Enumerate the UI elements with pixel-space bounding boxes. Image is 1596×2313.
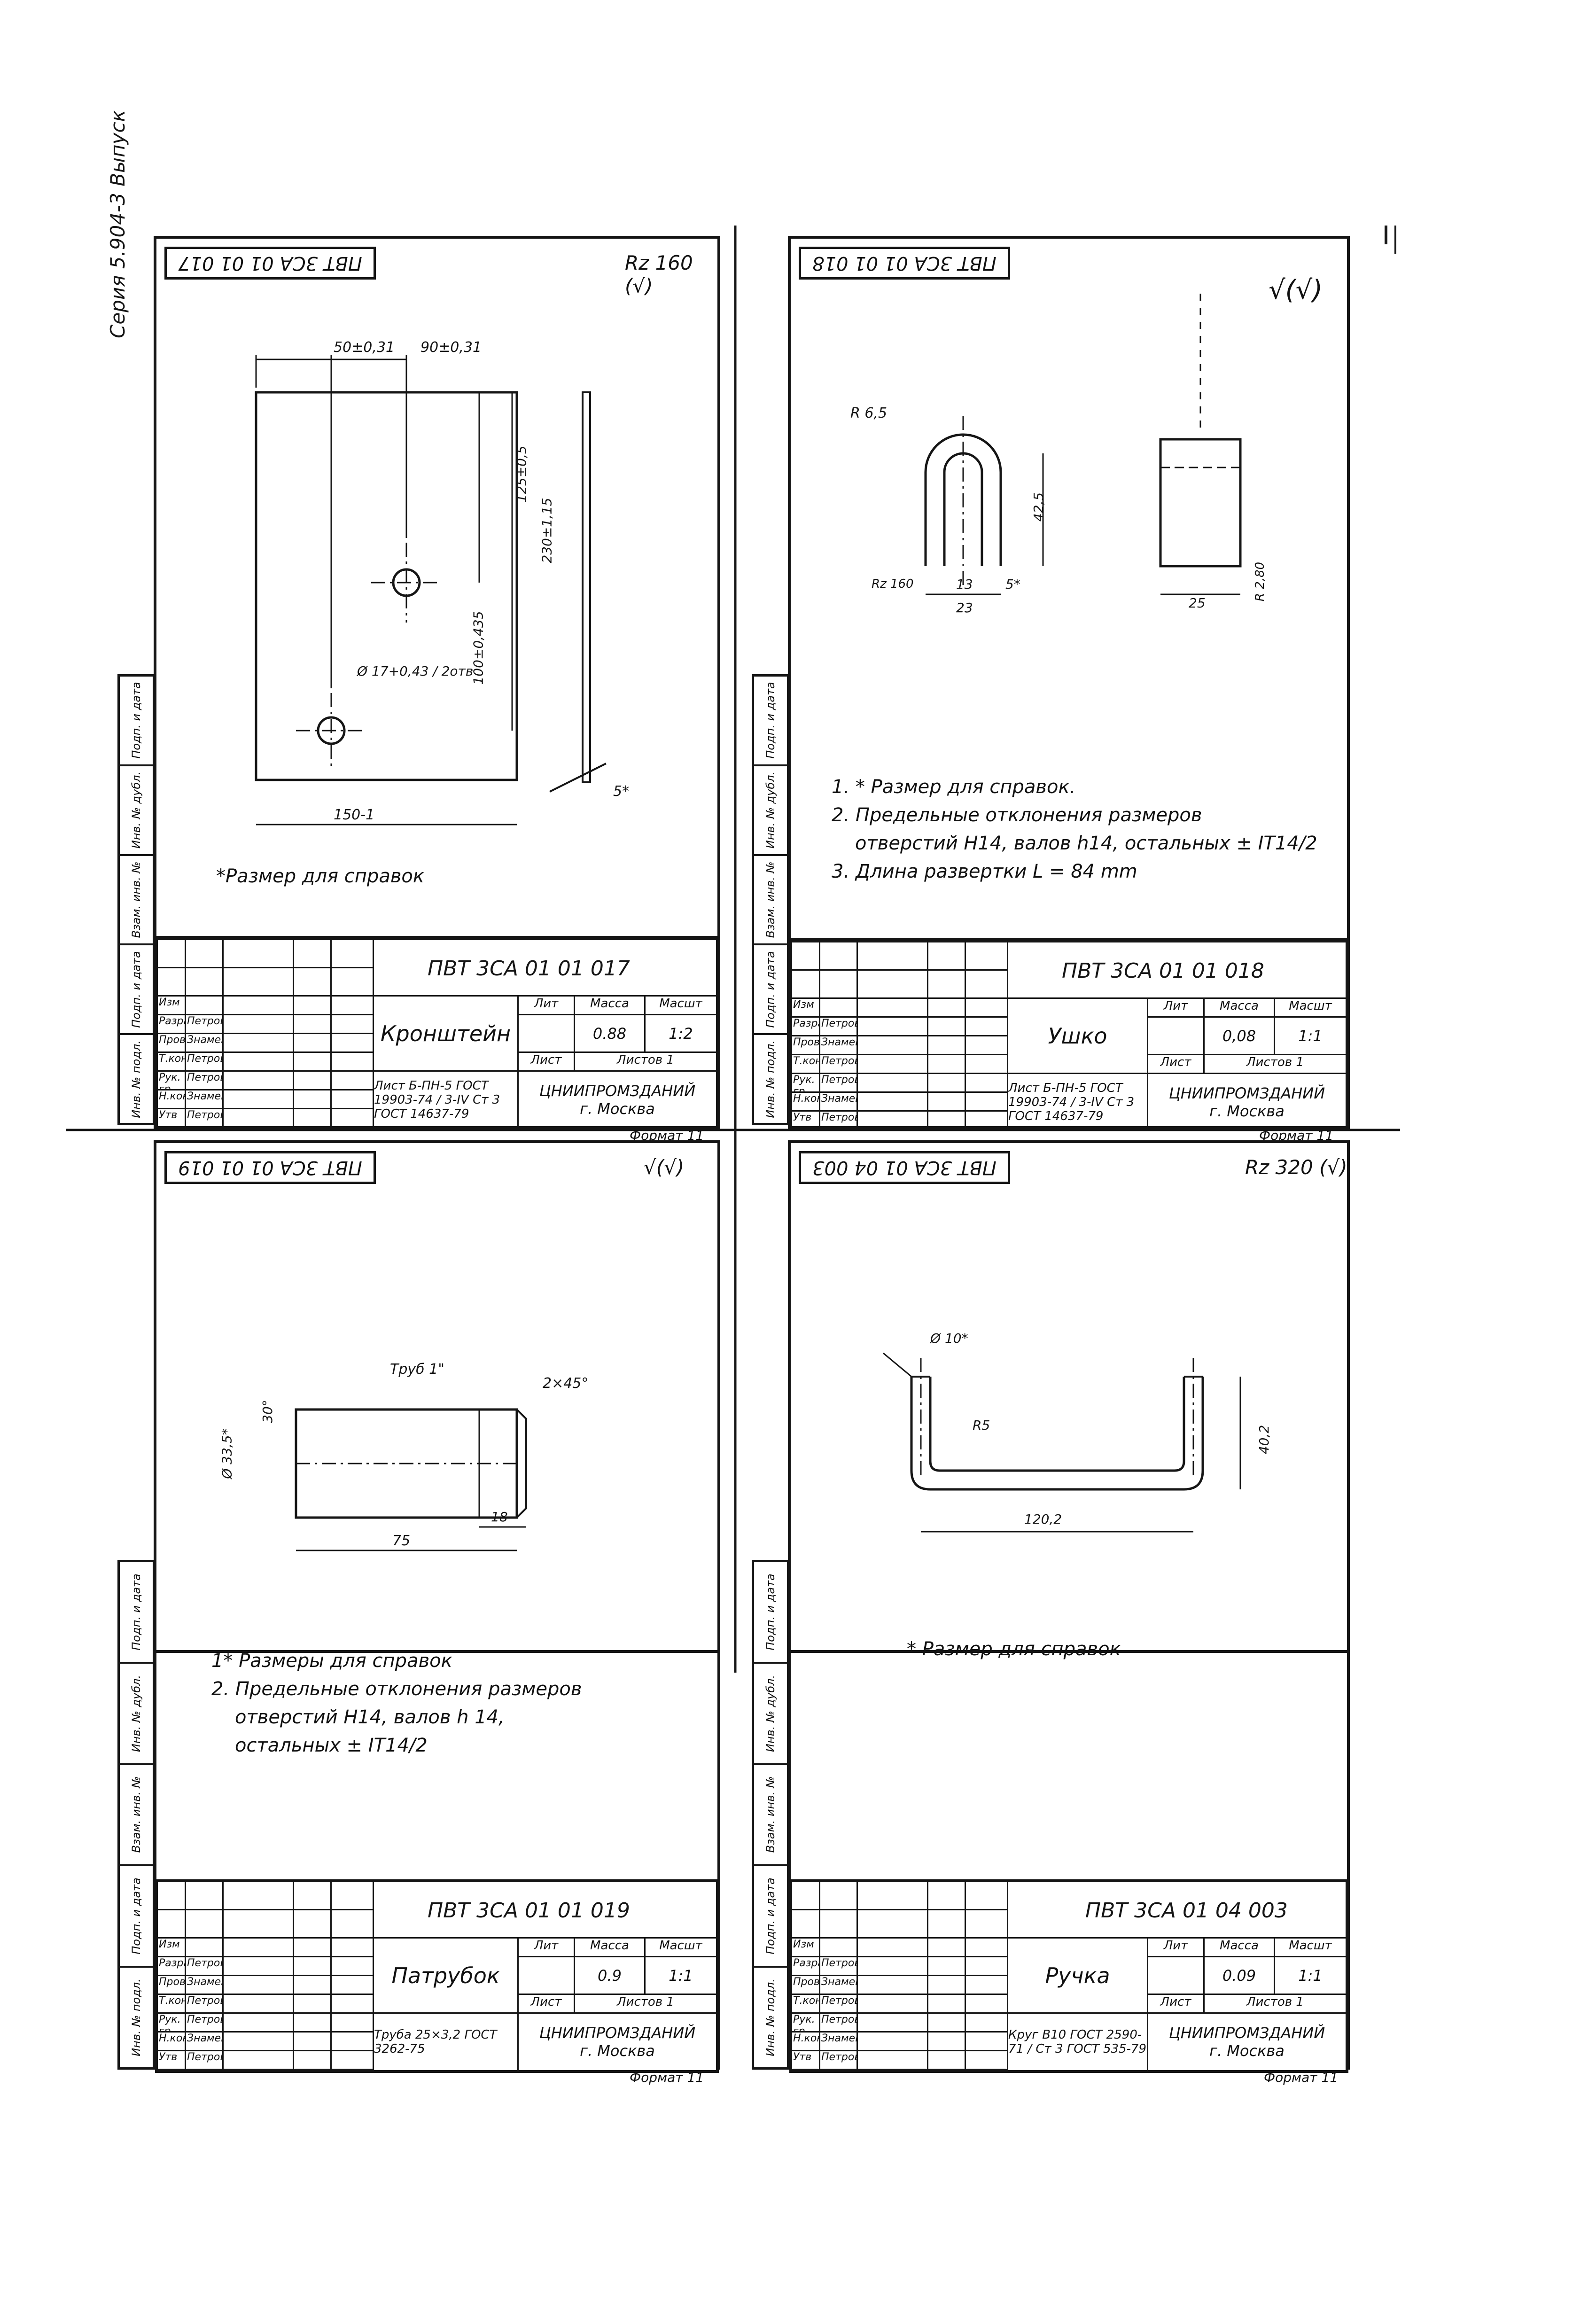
sheet-ushko: ПВТ 3СА 01 01 018 √(√) R 6,5 42,5 13 23 …: [752, 236, 1350, 1143]
sheet-2-roughness: √(√): [1269, 275, 1323, 305]
dim-150: 150-1: [334, 807, 375, 823]
sheet-1-note: *Размер для справок: [216, 865, 425, 887]
sheet-4-code-tab: ПВТ 3СА 01 04 003: [799, 1151, 1010, 1184]
sheet-2-notes: 1. * Размер для справок. 2. Предельные о…: [832, 776, 1317, 882]
dim-75: 75: [392, 1533, 411, 1549]
dim-90: 90±0,31: [420, 339, 482, 356]
dim-chamfer: 2×45°: [543, 1375, 589, 1392]
sheet-1-titleblock: Изм Лит Масса Масшт Кронштейн 0.88 1:2 Р…: [155, 937, 719, 1131]
sheet-3-doc-code: ПВТ 3СА 01 01 019: [428, 1899, 630, 1923]
sheet-4-note: * Размер для справок: [907, 1638, 1121, 1660]
dim-25: 25: [1189, 595, 1206, 611]
sheet-2-titleblock: Изм Лит Масса Масшт Ушко 0,08 1:1 Разраб…: [789, 940, 1348, 1131]
sheet-4-titleblock: Изм Лит Масса Масшт Ручка 0.09 1:1 Разра…: [789, 1879, 1348, 2073]
sheet-2-doc-code: ПВТ 3СА 01 01 018: [1062, 959, 1264, 983]
sheet-1-roughness: Rz 160 (√): [625, 251, 693, 297]
sheet-ruchka: ПВТ 3СА 01 04 003 Rz 320 (√) Ø 10* R5 40…: [788, 1140, 1350, 1653]
sheet-4-stamp: Подп. и дата Инв. № дубл. Взам. инв. № П…: [752, 1560, 789, 2070]
sheet-4-doc-code: ПВТ 3СА 01 04 003: [1085, 1899, 1288, 1923]
sheet-3-notes: 1* Размеры для справок 2. Предельные отк…: [211, 1650, 582, 1756]
sheet-3-stamp: Подп. и дата Инв. № дубл. Взам. инв. № П…: [117, 1560, 155, 2070]
dim-hole: Ø 17+0,43 / 2отв: [357, 663, 474, 679]
dim-40: 40,2: [1256, 1425, 1272, 1455]
dim-d10: Ø 10*: [930, 1331, 968, 1346]
sheet-2-stamp: Подп. и дата Инв. № дубл. Взам. инв. № П…: [752, 674, 789, 1125]
dim-rz160: Rz 160: [872, 577, 914, 591]
dim-thickness: 5*: [613, 783, 630, 800]
sheet-1-doc-code: ПВТ 3СА 01 01 017: [428, 957, 630, 981]
dim-23: 23: [956, 600, 973, 615]
dim-r65: R 6,5: [850, 405, 888, 421]
sheet-4-drawing: [788, 1140, 1350, 1653]
sheet-3-titleblock: Изм Лит Масса Масшт Патрубок 0.9 1:1 Раз…: [155, 1879, 719, 2073]
dim-18: 18: [491, 1509, 508, 1525]
sheet-3-drawing: [154, 1140, 720, 1653]
sheet-1-stamp: Подп. и дата Инв. № дубл. Взам. инв. № П…: [117, 674, 155, 1125]
dim-r5: R5: [973, 1417, 990, 1433]
dim-50: 50±0,31: [334, 339, 395, 356]
dim-13: 13: [956, 576, 973, 592]
sheet-3-format: Формат 11: [630, 2070, 704, 2085]
dim-120: 120,2: [1024, 1511, 1062, 1527]
dim-5: 5*: [1005, 576, 1020, 592]
sheet-4-roughness: Rz 320 (√): [1245, 1156, 1347, 1179]
sheet-kronshtein: ПВТ 3СА 01 01 017 Rz 160 (√) 50±0,31 90±…: [117, 236, 720, 1143]
dim-thread: Труб 1": [390, 1361, 445, 1378]
sheet-patrubok: ПВТ 3СА 01 01 019 √(√) Труб 1" 2×45° 30°…: [154, 1140, 720, 1653]
sheet-3-roughness: √(√): [644, 1156, 685, 1179]
sheet-4-format: Формат 11: [1264, 2070, 1339, 2085]
